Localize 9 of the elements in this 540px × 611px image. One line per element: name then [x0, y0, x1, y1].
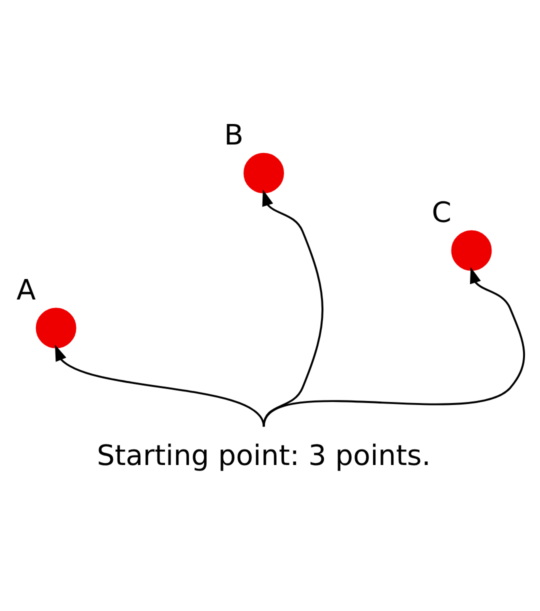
- node-text: Starting point: 3 points.: [96, 438, 431, 472]
- node-label: B: [224, 118, 244, 152]
- arrow: [54, 344, 265, 426]
- arrow: [262, 266, 525, 426]
- node-circle: [36, 307, 76, 348]
- node-circle: [244, 152, 284, 193]
- node-circle: [451, 230, 492, 270]
- node-label: A: [16, 272, 36, 306]
- node-label: C: [432, 196, 452, 229]
